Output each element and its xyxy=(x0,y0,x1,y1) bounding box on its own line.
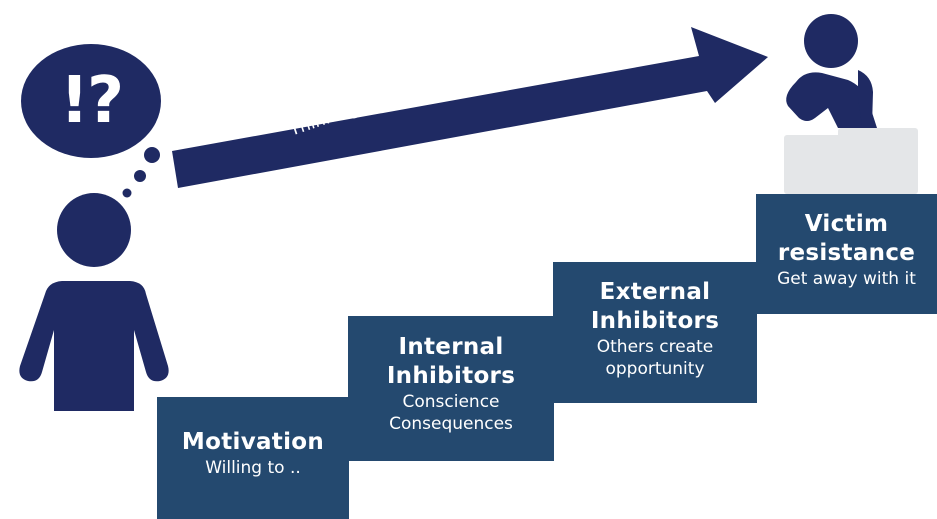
sitting-child-icon xyxy=(786,14,877,128)
stair-block-icon xyxy=(784,128,918,194)
step-description: Conscience Consequences xyxy=(389,392,513,434)
step-internal-inhibitors: Internal Inhibitors Conscience Consequen… xyxy=(348,316,554,461)
step-title: External Inhibitors xyxy=(590,279,720,334)
thought-bubble-icon xyxy=(21,44,161,198)
step-description: Others create opportunity xyxy=(596,337,714,379)
thought-bubble-text: !? xyxy=(59,64,124,138)
step-victim-resistance: Victim resistance Get away with it xyxy=(756,194,937,314)
arrow-icon xyxy=(172,27,768,188)
step-description: Get away with it xyxy=(777,269,916,289)
step-title: Victim resistance xyxy=(777,211,916,266)
step-title: Motivation xyxy=(181,429,325,455)
step-description: Willing to .. xyxy=(205,458,301,478)
step-title: Internal Inhibitors xyxy=(386,334,516,389)
step-motivation: Motivation Willing to .. xyxy=(157,397,349,519)
person-icon xyxy=(19,193,169,411)
step-external-inhibitors: External Inhibitors Others create opport… xyxy=(553,262,757,403)
